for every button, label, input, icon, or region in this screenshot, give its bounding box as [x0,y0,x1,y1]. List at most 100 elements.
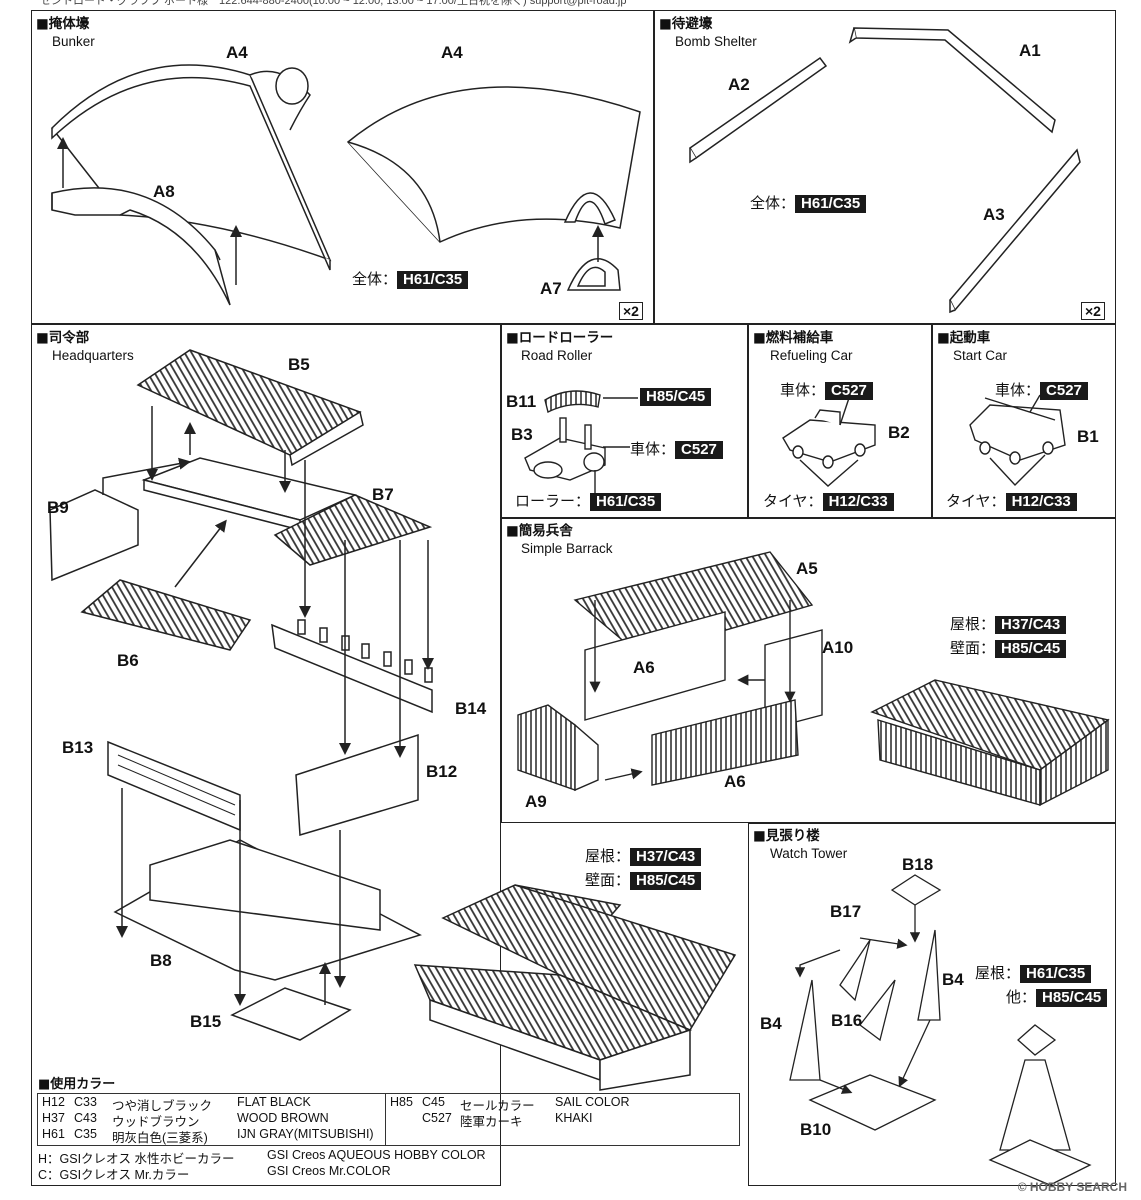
road-roller-drawing [524,390,638,497]
part-b9: B9 [47,498,69,517]
part-a6-bottom: A6 [724,772,746,791]
legend-c: C45 [422,1095,445,1109]
bunker-panel [31,10,654,324]
headquarters-wall-color: 壁面：H85/C45 [585,869,702,890]
legend-en: KHAKI [555,1111,593,1125]
part-a6-top: A6 [633,658,655,677]
headquarters-wall-code: H85/C45 [630,872,702,890]
part-a5: A5 [796,559,818,578]
bunker-color-code: H61/C35 [397,271,469,289]
start-car-title: ■起動車 [937,330,991,346]
part-a4-left: A4 [226,43,248,62]
simple-barrack-wall-color: 壁面：H85/C45 [950,637,1067,658]
part-a4-right: A4 [441,43,463,62]
refueling-car-drawing [782,394,876,487]
simple-barrack-wall-label: 壁面： [950,639,996,657]
part-b17: B17 [830,902,862,921]
color-legend-table: H12 C33 つや消しブラック FLAT BLACK H37 C43 ウッドブ… [37,1093,740,1146]
watch-tower-roof-color: 屋根：H61/C35 [975,962,1092,983]
watch-tower-other-color: 他：H85/C45 [1006,986,1108,1007]
road-roller-title: ■ロードローラー [506,330,614,346]
watch-tower-drawing [789,874,1092,1186]
part-b13: B13 [62,738,94,757]
refueling-car-tire-color: タイヤ：H12/C33 [763,490,894,511]
road-roller-body-color: 車体：C527 [630,438,723,459]
part-b7: B7 [372,485,394,504]
part-a2: A2 [728,75,750,94]
legend-title: ■使用カラー [38,1077,116,1092]
simple-barrack-roof-label: 屋根： [950,615,996,633]
watch-tower-other-code: H85/C45 [1036,989,1108,1007]
headquarters-roof-label: 屋根： [585,847,631,865]
refueling-car-panel [748,324,932,518]
part-a7: A7 [540,279,562,298]
part-a9: A9 [525,792,547,811]
part-b14: B14 [455,699,487,718]
bunker-title: ■掩体壕 [36,16,90,32]
simple-barrack-title: ■簡易兵舎 [506,523,573,539]
bunker-color: 全体：H61/C35 [352,268,469,289]
part-b3: B3 [511,425,533,444]
start-car-body-code: C527 [1040,382,1088,400]
part-b11: B11 [506,392,537,411]
road-roller-body-label: 車体： [630,440,676,458]
legend-en: FLAT BLACK [237,1095,311,1109]
part-b2: B2 [888,423,910,442]
part-b6: B6 [117,651,139,670]
headquarters-wall-label: 壁面： [585,871,631,889]
watch-tower-other-label: 他： [1006,988,1037,1006]
part-b8: B8 [150,951,172,970]
start-car-tire-label: タイヤ： [946,492,1006,510]
refueling-car-body-color: 車体：C527 [780,379,873,400]
watch-tower-title: ■見張り楼 [753,828,820,844]
part-b10: B10 [800,1120,832,1139]
part-b16: B16 [831,1011,863,1030]
legend-en: IJN GRAY(MITSUBISHI) [237,1127,374,1141]
legend-c: C43 [74,1111,97,1125]
part-a8: A8 [153,182,175,201]
start-car-body-color: 車体：C527 [995,379,1088,400]
headquarters-subtitle: Headquarters [52,348,134,363]
legend-h: H61 [42,1127,65,1141]
refueling-car-tire-code: H12/C33 [822,493,894,511]
road-roller-subtitle: Road Roller [521,348,593,363]
bunker-color-label: 全体： [352,270,398,288]
bomb-shelter-color-code: H61/C35 [795,195,867,213]
watch-tower-roof-label: 屋根： [975,964,1021,982]
bomb-shelter-title: ■待避壕 [659,16,713,32]
bomb-shelter-subtitle: Bomb Shelter [675,34,757,49]
headquarters-title: ■司令部 [36,330,90,346]
refueling-car-tire-label: タイヤ： [763,492,823,510]
header-strip: セントロード・グラフプ ポート様 122.644-880-2400(10:00 … [40,0,627,7]
note-c-jp: C：GSIクレオス Mr.カラー [38,1168,190,1182]
bunker-subtitle: Bunker [52,34,95,49]
note-c-en: GSI Creos Mr.COLOR [267,1164,391,1178]
part-b1: B1 [1077,427,1099,446]
start-car-drawing [969,394,1066,487]
legend-c: C35 [74,1127,97,1141]
road-roller-body-code: C527 [675,441,723,459]
legend-c: C527 [422,1111,452,1125]
start-car-tire-code: H12/C33 [1005,493,1077,511]
legend-jp: つや消しブラック [112,1099,213,1113]
bunker-multiplier: ×2 [619,302,643,320]
watch-tower-subtitle: Watch Tower [770,846,848,861]
legend-jp: 明灰白色(三菱系) [112,1131,208,1145]
headquarters-roof-code: H37/C43 [630,848,702,866]
headquarters-panel [31,324,501,1186]
legend-en: SAIL COLOR [555,1095,630,1109]
part-b18: B18 [902,855,934,874]
road-roller-b11-code: H85/C45 [640,388,712,406]
legend-h: H12 [42,1095,65,1109]
simple-barrack-panel [501,518,1116,823]
simple-barrack-roof-color: 屋根：H37/C43 [950,613,1067,634]
bomb-shelter-drawing [688,27,1081,314]
start-car-panel [932,324,1116,518]
watch-tower-roof-code: H61/C35 [1020,965,1092,983]
legend-h: H37 [42,1111,65,1125]
part-b4-left: B4 [760,1014,782,1033]
bunker-right-drawing [346,86,641,291]
refueling-car-body-label: 車体： [780,381,826,399]
legend-h: H85 [390,1095,413,1109]
watch-tower-panel [748,823,1116,1186]
